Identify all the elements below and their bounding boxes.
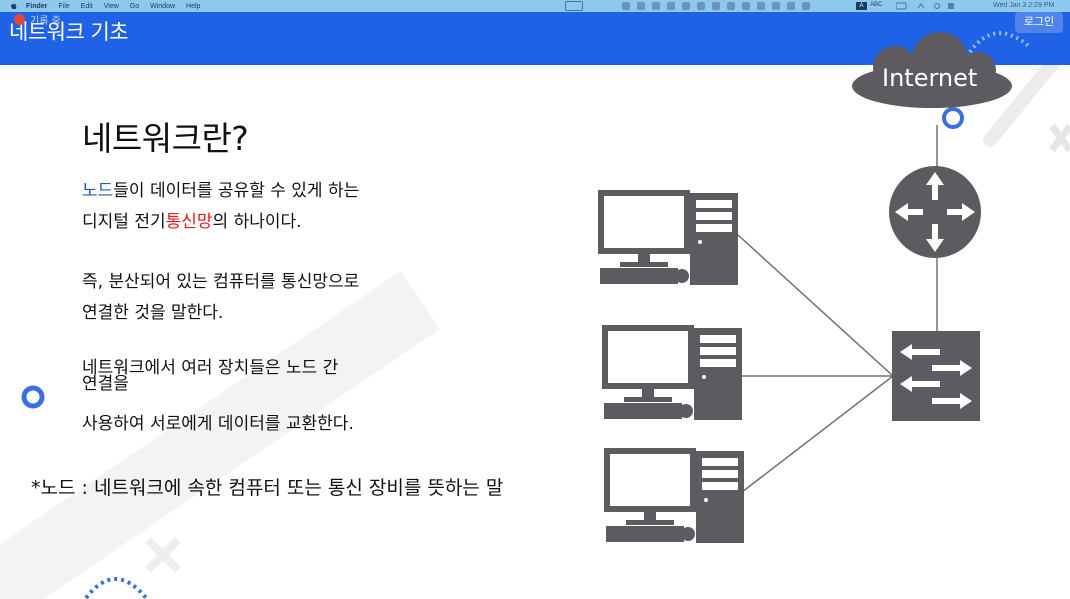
status-icons <box>622 2 810 10</box>
dropbox-icon[interactable] <box>667 2 675 10</box>
computer-switch-link <box>737 234 894 377</box>
decorative-dots <box>968 31 1032 54</box>
network-diagram <box>598 32 1012 543</box>
decorative-dots <box>84 577 148 599</box>
computer-icon <box>604 448 744 543</box>
status-icon[interactable] <box>652 2 660 10</box>
moon-icon[interactable] <box>772 2 780 10</box>
screen-share-icon[interactable] <box>565 1 583 11</box>
menu-view[interactable]: View <box>103 2 119 10</box>
decorative-ring <box>21 385 45 409</box>
input-source-label[interactable]: ABC <box>870 2 883 8</box>
status-icon[interactable] <box>802 2 810 10</box>
node-footnote: *노드 : 네트워크에 속한 컴퓨터 또는 통신 장비를 뜻하는 말 <box>31 477 504 499</box>
page-title: 네트워크 기초 <box>9 20 129 44</box>
explanation-paragraph: 즉, 분산되어 있는 컴퓨터를 통신망으로 연결한 것을 말한다. <box>82 267 412 329</box>
background-decoration <box>0 65 1070 599</box>
menubar-clock[interactable]: Wed Jan 3 2:29 PM <box>993 2 1055 9</box>
record-icon <box>14 14 25 25</box>
decorative-stripe <box>0 271 440 599</box>
menu-finder[interactable]: Finder <box>26 2 48 10</box>
download-icon[interactable] <box>712 2 720 10</box>
router-icon <box>889 166 981 258</box>
node-term: 노드 <box>82 181 114 201</box>
paragraph-text: 즉, 분산되어 있는 컴퓨터를 통신망으로 <box>82 272 360 292</box>
computer-icon <box>602 325 742 420</box>
status-icon[interactable] <box>637 2 645 10</box>
menu-help[interactable]: Help <box>186 2 201 10</box>
status-icon[interactable] <box>622 2 630 10</box>
menu-window[interactable]: Window <box>150 2 176 10</box>
input-source-icon[interactable]: A <box>856 2 867 10</box>
record-label: 기록 중 <box>30 16 61 27</box>
decorative-ring <box>942 107 964 129</box>
paragraph-text: 들이 데이터를 공유할 수 있게 하는 <box>113 181 360 201</box>
status-icon[interactable] <box>742 2 750 10</box>
status-icon[interactable] <box>697 2 705 10</box>
paragraph-text: 네트워크에서 여러 장치들은 노드 간 <box>82 358 339 378</box>
paragraph-text: 사용하여 서로에게 데이터를 교환한다. <box>82 414 354 434</box>
slide-heading: 네트워크란? <box>82 119 249 158</box>
page-header: 네트워크 기초 기록 중 로그인 <box>0 12 1070 65</box>
status-icon[interactable] <box>787 2 795 10</box>
status-icon[interactable] <box>727 2 735 10</box>
system-tray-icons[interactable] <box>896 2 956 10</box>
menu-go[interactable]: Go <box>129 2 140 10</box>
menu-edit[interactable]: Edit <box>80 2 93 10</box>
paragraph-text: 디지털 전기 <box>82 212 166 232</box>
definition-paragraph: 노드들이 데이터를 공유할 수 있게 하는 디지털 전기통신망의 하나이다. <box>82 176 412 238</box>
menu-file[interactable]: File <box>58 2 70 10</box>
decorative-cross <box>145 537 181 573</box>
network-term: 통신망 <box>165 212 213 232</box>
decorative-cross <box>1049 123 1070 153</box>
node-exchange-paragraph: 네트워크에서 여러 장치들은 노드 간 연결을 사용하여 서로에게 데이터를 교… <box>82 358 412 434</box>
paragraph-text: 연결한 것을 말한다. <box>82 303 224 323</box>
decorative-stripe <box>983 65 1061 147</box>
computer-icon <box>598 190 738 285</box>
status-icon[interactable] <box>682 2 690 10</box>
internet-cloud-icon <box>852 32 1012 108</box>
paragraph-text: 의 하나이다. <box>212 212 302 232</box>
internet-label: Internet <box>882 64 978 92</box>
menu-bar: Finder File Edit View Go Window Help A A… <box>0 0 1070 12</box>
status-icon[interactable] <box>757 2 765 10</box>
paragraph-text: 연결을 <box>82 374 129 394</box>
apple-icon[interactable] <box>10 2 18 10</box>
login-button[interactable]: 로그인 <box>1015 12 1063 33</box>
switch-icon <box>892 331 980 421</box>
computer-switch-link <box>741 375 894 493</box>
connection-lines <box>737 125 938 493</box>
